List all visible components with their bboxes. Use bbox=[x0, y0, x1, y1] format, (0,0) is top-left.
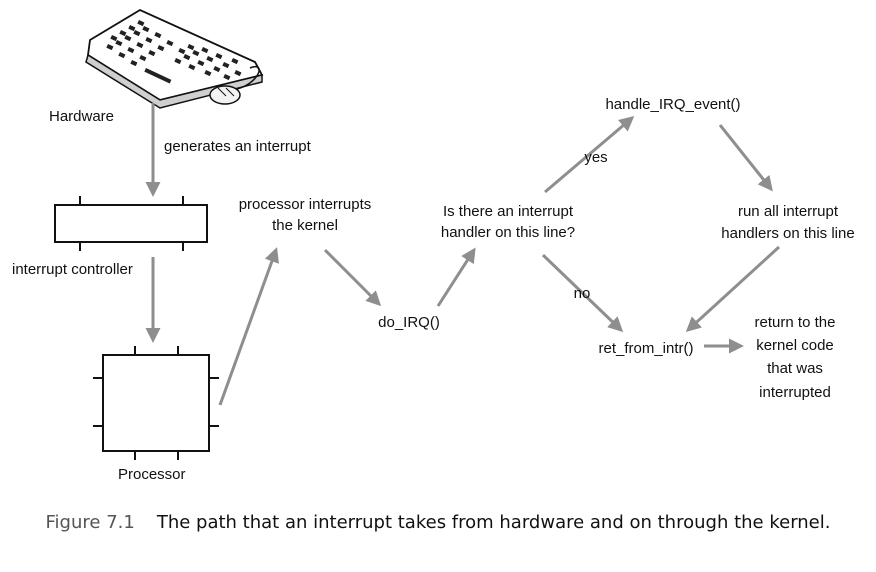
label-processor-interrupts-line2: the kernel bbox=[272, 217, 338, 234]
label-question-line1: Is there an interrupt bbox=[443, 203, 574, 220]
label-question-line2: handler on this line? bbox=[441, 224, 575, 241]
figure-number: Figure 7.1 bbox=[45, 512, 135, 533]
mouse-icon bbox=[209, 85, 241, 105]
label-ret-from-intr: ret_from_intr() bbox=[598, 340, 693, 357]
arrow-do-irq-to-question bbox=[436, 247, 476, 307]
label-generates-interrupt: generates an interrupt bbox=[164, 138, 312, 155]
label-run-all-line2: handlers on this line bbox=[721, 225, 854, 242]
label-no: no bbox=[574, 285, 591, 302]
label-run-all-line1: run all interrupt bbox=[738, 203, 839, 220]
figure-caption: Figure 7.1 The path that an interrupt tak… bbox=[0, 510, 876, 536]
label-return-line2: kernel code bbox=[756, 337, 834, 354]
label-hardware: Hardware bbox=[49, 108, 114, 125]
arrow-handle-irq-event-to-run-all bbox=[718, 124, 773, 192]
label-return-line4: interrupted bbox=[759, 384, 831, 401]
arrow-run-all-to-ret-from-intr bbox=[685, 245, 781, 333]
arrow-no-to-ret-from-intr bbox=[541, 253, 624, 333]
keyboard-icon bbox=[85, 8, 264, 109]
label-do-irq: do_IRQ() bbox=[378, 314, 440, 331]
figure-caption-text: The path that an interrupt takes from ha… bbox=[156, 512, 831, 533]
arrow-yes-to-handle-irq-event bbox=[544, 116, 635, 194]
label-interrupt-controller: interrupt controller bbox=[12, 261, 133, 278]
arrow-kernel-to-do-irq bbox=[323, 248, 382, 307]
interrupt-controller-box bbox=[54, 196, 208, 251]
label-processor-interrupts-line1: processor interrupts bbox=[239, 196, 372, 213]
arrow-processor-to-kernel bbox=[218, 247, 279, 406]
label-yes: yes bbox=[584, 149, 607, 166]
label-return-line1: return to the bbox=[755, 314, 836, 331]
processor-box bbox=[93, 346, 219, 460]
label-processor: Processor bbox=[118, 466, 186, 483]
label-return-line3: that was bbox=[767, 360, 823, 377]
label-handle-irq-event: handle_IRQ_event() bbox=[605, 96, 740, 113]
